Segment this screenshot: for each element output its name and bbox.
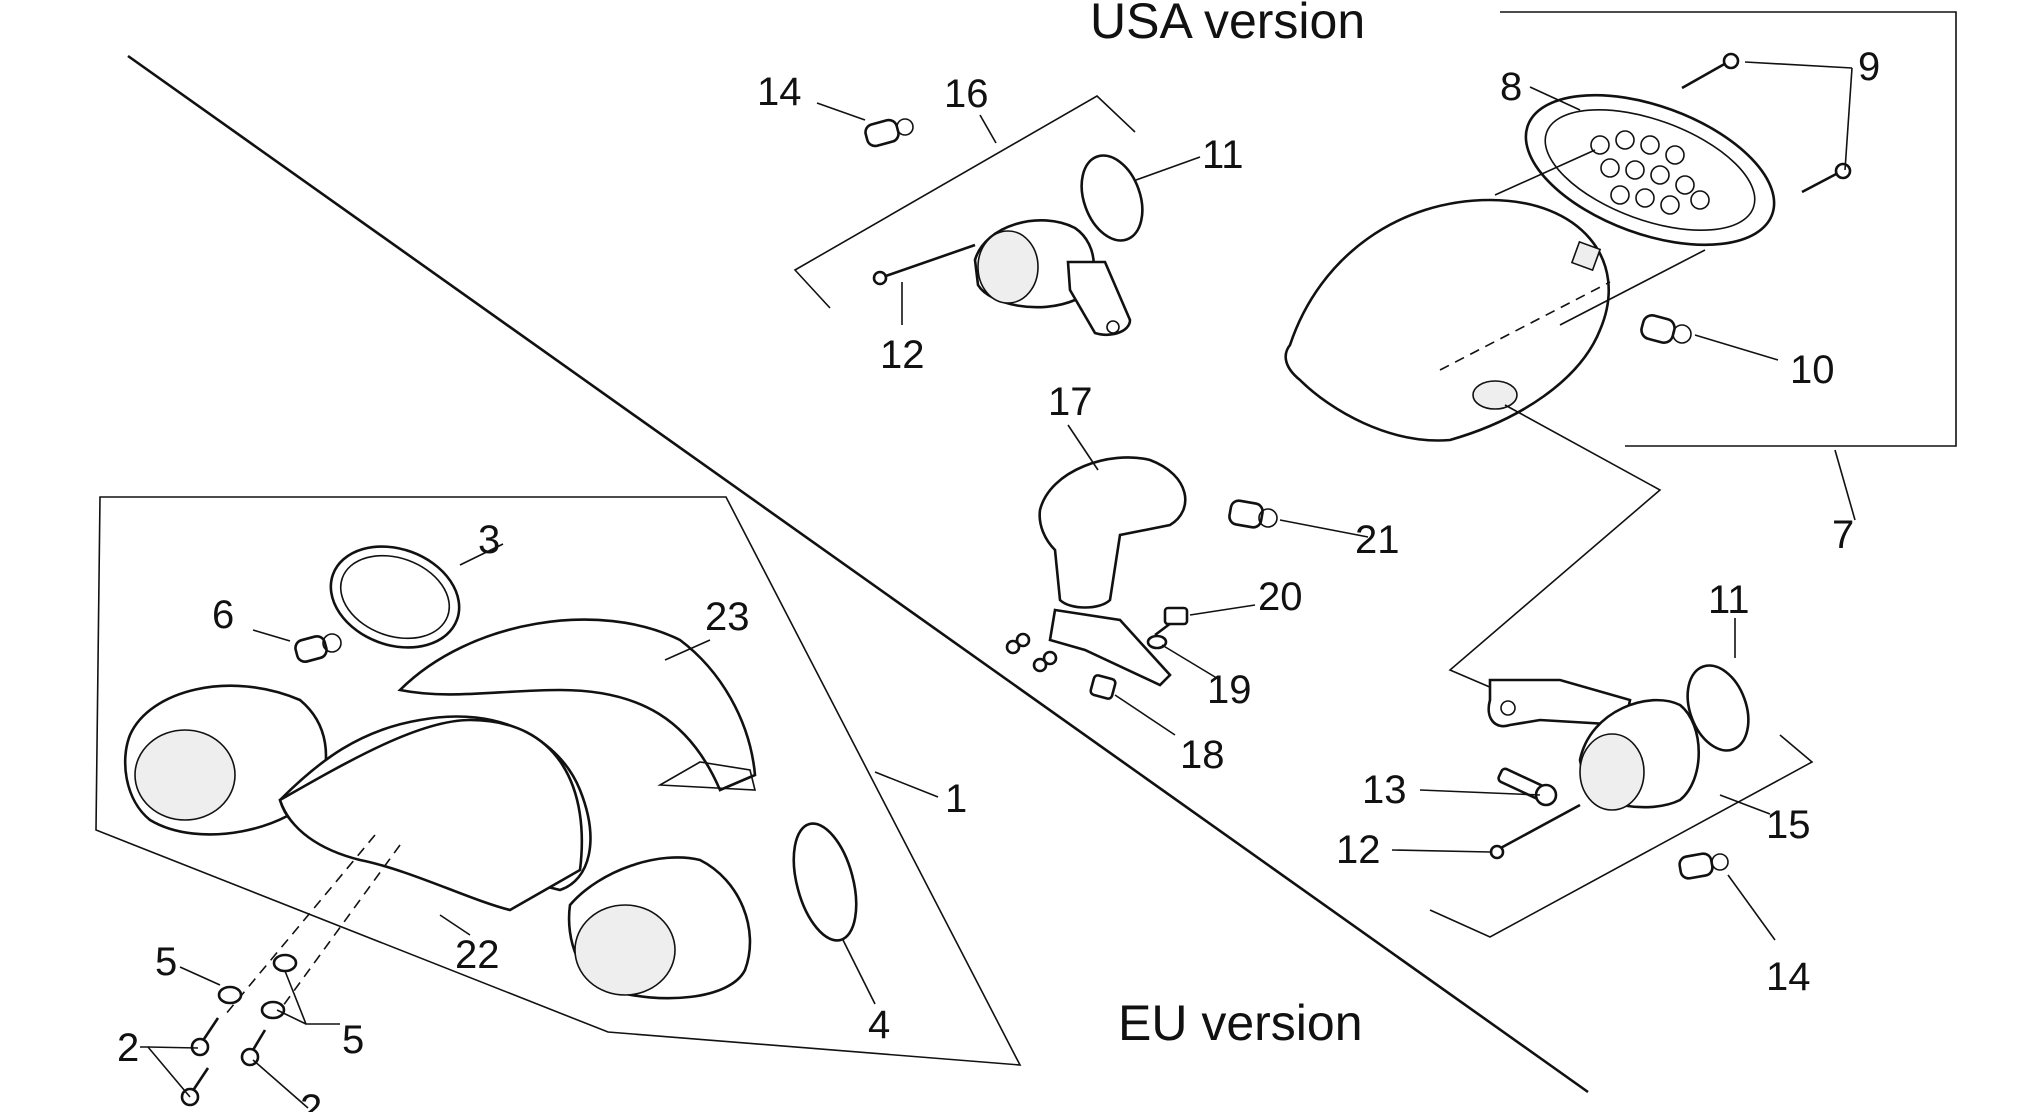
callout-3: 3 (478, 518, 500, 562)
callout-labels: 3 6 23 1 22 4 5 5 2 2 8 9 10 7 14 16 11 … (117, 45, 1880, 1112)
lens-4 (792, 822, 858, 942)
callout-14-top: 14 (757, 70, 802, 114)
license-plate-light (1005, 456, 1278, 700)
left-indicator-lens (134, 729, 236, 821)
screw-9b (1801, 162, 1852, 194)
license-light-bracket (1048, 608, 1172, 687)
lens-3 (329, 545, 461, 649)
indicator-top-mount (1066, 260, 1132, 337)
callout-7: 7 (1832, 513, 1854, 557)
callout-5-right: 5 (342, 1018, 364, 1062)
taillight-lens-8 (1524, 93, 1776, 247)
version-divider-line (127, 54, 1589, 1094)
usa-indicator-bottom-15 (1429, 664, 1814, 938)
license-light-housing-17 (1038, 456, 1187, 609)
callout-19: 19 (1207, 668, 1252, 712)
callout-12-top: 12 (880, 333, 925, 377)
indicator-top-bracket-outline (793, 95, 1136, 309)
screw-12-bottom (1489, 803, 1581, 860)
screw-20 (1154, 606, 1189, 637)
usa-indicator-top-16 (793, 95, 1144, 337)
eu-rear-light-assembly (95, 496, 1022, 1107)
taillight-housing (1284, 198, 1610, 442)
taillight-housing-socket (1472, 380, 1518, 410)
callout-2-bottom: 2 (300, 1087, 322, 1112)
washer-19 (1146, 634, 1168, 650)
usa-version-title: USA version (1090, 0, 1365, 49)
callout-12-bottom: 12 (1336, 828, 1381, 872)
callout-17: 17 (1048, 380, 1093, 424)
callout-10: 10 (1790, 348, 1835, 392)
indicator-bottom-bracket-outline (1429, 734, 1814, 938)
indicator-bottom-lens (1579, 733, 1645, 811)
screw-2a (190, 1017, 220, 1057)
washer-5c (260, 1000, 286, 1020)
bulb-10 (1640, 313, 1692, 345)
callout-23: 23 (705, 595, 750, 639)
indicator-bottom-ring-11 (1686, 664, 1750, 752)
callout-1: 1 (945, 777, 967, 821)
screw-9a (1681, 52, 1740, 90)
bolt-13 (1497, 767, 1558, 807)
callout-16: 16 (944, 72, 989, 116)
eu-version-title: EU version (1118, 995, 1363, 1051)
license-light-small-fasteners (1005, 632, 1058, 673)
screw-2c (180, 1067, 210, 1107)
callout-13: 13 (1362, 768, 1407, 812)
right-indicator-lens (574, 904, 676, 996)
callout-6: 6 (212, 593, 234, 637)
callout-11-top: 11 (1202, 133, 1244, 177)
callout-11-bottom: 11 (1708, 578, 1750, 622)
bulb-14-bottom (1678, 852, 1729, 880)
callout-4: 4 (868, 1003, 890, 1047)
callout-22: 22 (455, 933, 500, 977)
taillight-clip (1570, 240, 1602, 272)
usa-taillight-bracket-outline (1500, 11, 1957, 447)
bulb-14-top (864, 118, 914, 148)
callout-15: 15 (1766, 803, 1811, 847)
cover-23 (397, 618, 757, 792)
callout-2-left: 2 (117, 1026, 139, 1070)
callout-21: 21 (1355, 518, 1400, 562)
callout-9: 9 (1858, 45, 1880, 89)
indicator-top-lens (977, 230, 1039, 304)
usa-taillight-assembly (1284, 11, 1957, 701)
callout-18: 18 (1180, 733, 1225, 777)
eu-assembly-outline (95, 496, 1022, 1066)
nut-18 (1089, 674, 1117, 700)
callout-leader-lines (140, 61, 1856, 1109)
indicator-top-ring-11 (1080, 154, 1144, 242)
washer-5b (272, 953, 298, 973)
callout-5-left: 5 (155, 940, 177, 984)
bulb-21 (1228, 499, 1278, 529)
callout-8: 8 (1500, 65, 1522, 109)
callout-14-bottom: 14 (1766, 955, 1811, 999)
screw-12-top (872, 243, 976, 286)
washer-5a (217, 985, 243, 1005)
callout-20: 20 (1258, 575, 1303, 619)
bulb-6 (294, 633, 342, 664)
